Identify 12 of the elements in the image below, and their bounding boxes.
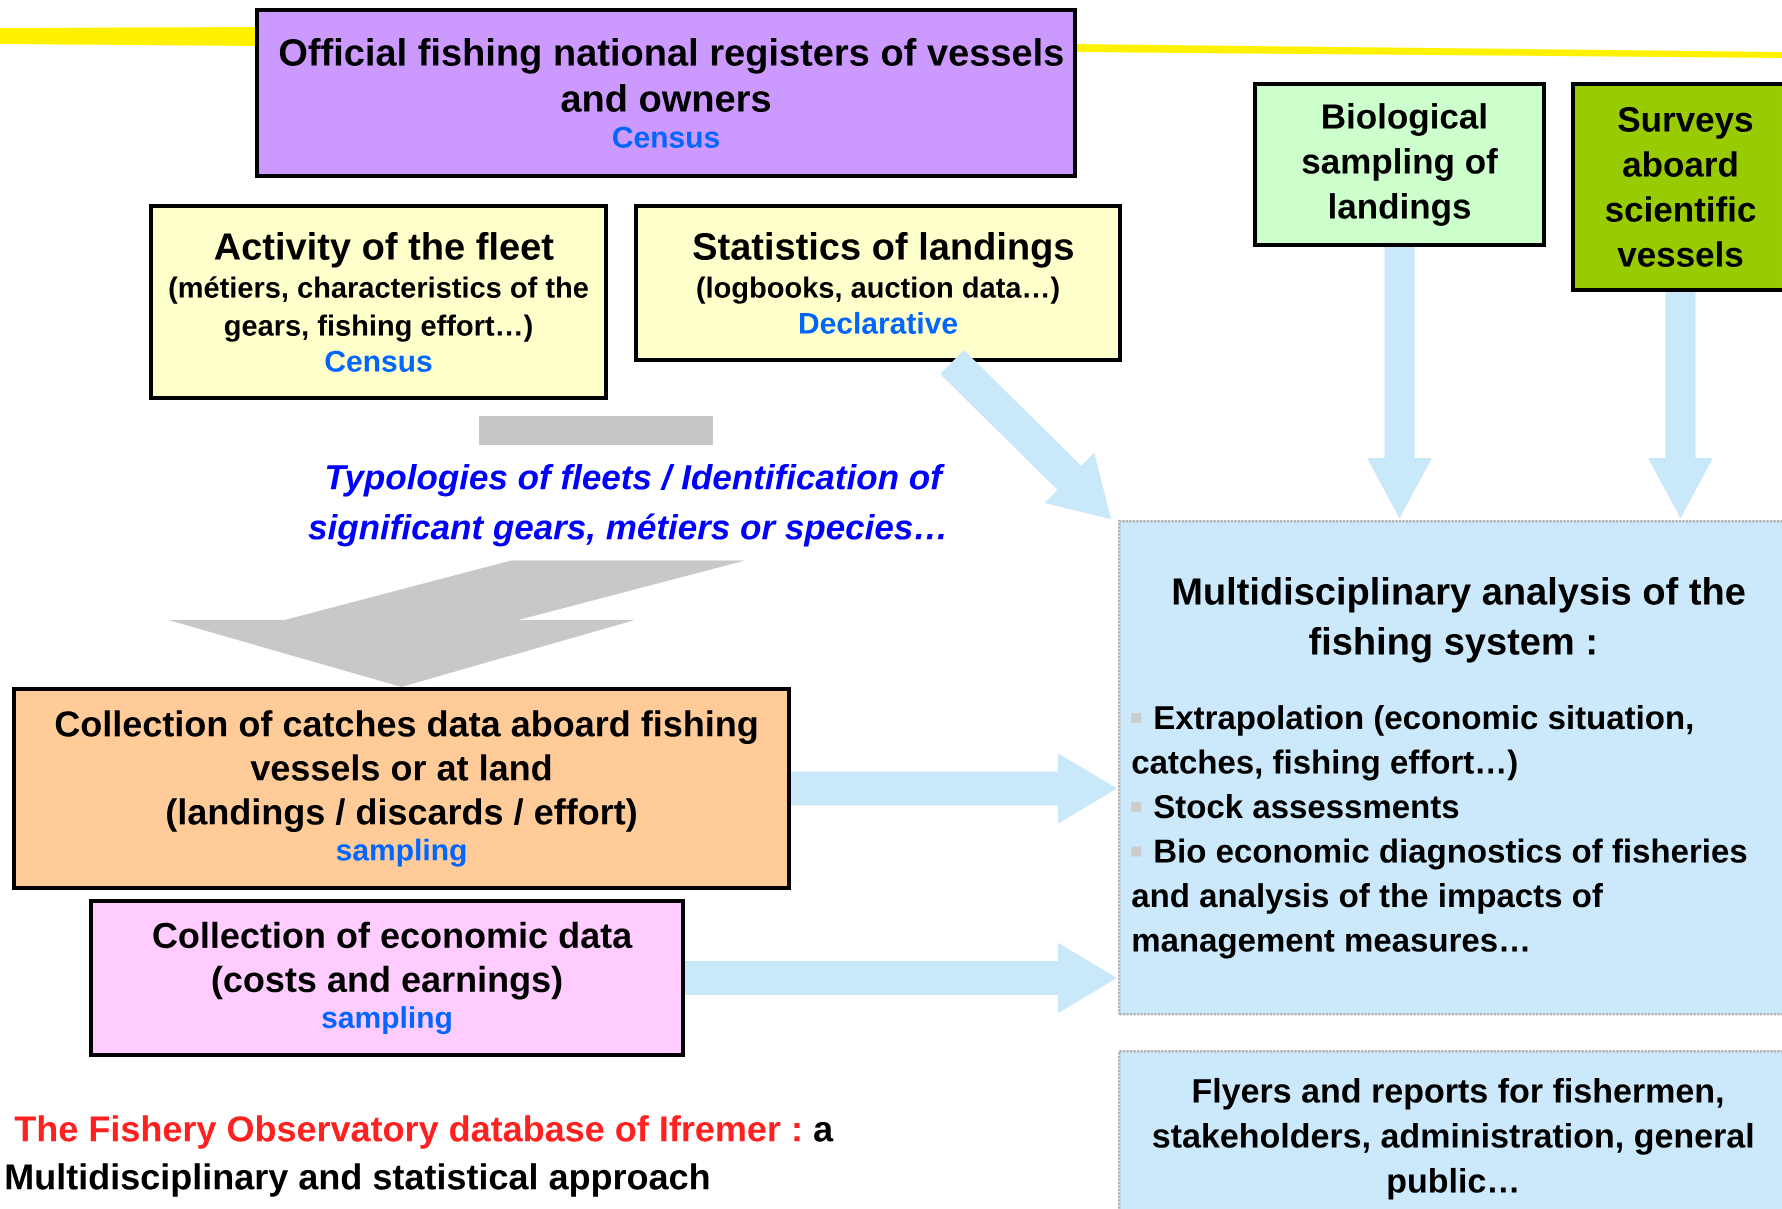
register-box: Official fishing national registers of vessels and owners Census <box>255 8 1077 178</box>
output-box: Flyers and reports for fishermen, stakeholders, administration, general public… <box>1118 1050 1782 1209</box>
block-arrow <box>168 560 746 687</box>
statistics-box: Statistics of landings (logbooks, auction data…) Declarative <box>634 204 1122 362</box>
typology-text: Typologies of fleets / Identification of significant gears, métiers or species… <box>308 463 945 547</box>
caption-text: The Fishery Observatory database of Ifremer : a Multidisciplinary and statistical approach <box>6 1115 834 1197</box>
sampling-box: Biological sampling of landings <box>1253 82 1546 247</box>
analysis-box: Multidisciplinary analysis of the fishing system : Extrapolation (economic situation, catches, fishing effort…) Stock assessments Bio economic diagnostics of fisheries and analysis of the impacts of management measures… <box>1118 520 1782 1016</box>
activity-box: Activity of the fleet (métiers, characteristics of the gears, fishing effort…) Census <box>149 204 608 400</box>
collection-box: Collection of catches data aboard fishing vessels or at land (landings / discards / effort) sampling <box>12 687 791 890</box>
survey-box: Surveys aboard scientific vessels <box>1571 82 1782 292</box>
collection-box: Collection of economic data (costs and earnings) sampling <box>89 899 685 1057</box>
